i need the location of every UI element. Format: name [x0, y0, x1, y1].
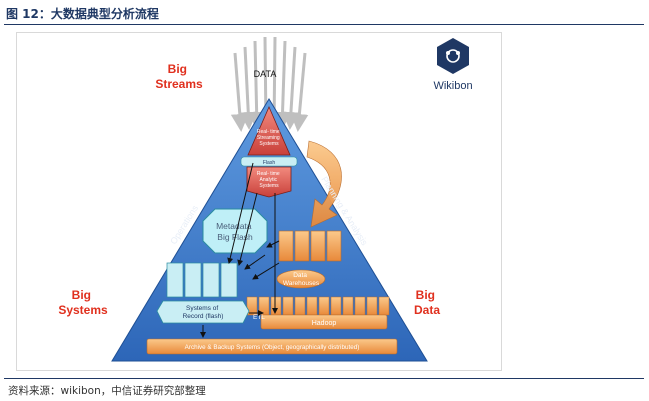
figure-title: 图 12：大数据典型分析流程 — [6, 7, 159, 21]
data-warehouses-cylinder — [276, 269, 326, 289]
svg-text:Big Systems: Big Systems — [58, 288, 108, 317]
flash-label: Flash — [263, 160, 275, 166]
big-systems-line-2: Systems — [58, 303, 108, 317]
systems-of-record-servers — [166, 262, 238, 298]
big-data-line-1: Big — [416, 288, 435, 302]
hadoop-bar — [260, 314, 388, 330]
analytic-line-3: Systems — [259, 183, 279, 189]
etl-label: ETL — [253, 314, 265, 321]
big-data-line-2: Data — [414, 303, 440, 317]
archive-backup-bar — [146, 338, 398, 355]
streaming-line-2: Streaming — [257, 135, 280, 141]
wikibon-logo-icon — [437, 38, 469, 74]
analytic-line-2: Analytic — [260, 177, 278, 183]
streaming-line-1: Real- time — [257, 129, 280, 135]
archive-label: Archive & Backup Systems (Object, geogra… — [185, 344, 360, 351]
svg-text:Real- time Streaming S: Real- time Streaming Systems — [257, 129, 281, 147]
source-rule — [4, 378, 644, 379]
big-systems-line-1: Big — [72, 288, 91, 302]
big-streams-line-1: Big — [168, 62, 187, 76]
metadata-line-1: Metadata — [216, 221, 252, 231]
svg-text:Big Data: Big Data — [414, 288, 440, 317]
metadata-big-flash-box — [202, 208, 268, 254]
streaming-line-3: Systems — [259, 141, 279, 147]
big-streams-line-2: Streams — [155, 77, 203, 91]
orange-storage-cluster — [278, 230, 342, 262]
warehouses-line-1: Data — [293, 272, 307, 279]
curved-orange-arrow — [306, 140, 342, 228]
svg-text:Big Streams: Big Streams — [155, 62, 203, 91]
svg-text:Data Warehouses: Data Warehouses — [283, 272, 320, 287]
data-label: DATA — [254, 69, 277, 79]
hadoop-label: Hadoop — [312, 320, 337, 327]
warehouses-line-2: Warehouses — [283, 280, 320, 287]
figure-source: 资料来源：wikibon，中信证券研究部整理 — [8, 385, 206, 397]
systems-of-record-box — [156, 300, 250, 324]
real-time-streaming-systems-box — [247, 106, 291, 156]
flash-bar — [240, 156, 298, 167]
hadoop-cluster — [246, 296, 390, 316]
diagram-panel: DATA Real- time Streaming Systems Flash … — [16, 32, 502, 371]
big-data-pyramid-diagram: DATA Real- time Streaming Systems Flash … — [58, 36, 473, 362]
wikibon-logo-text: Wikibon — [433, 80, 472, 92]
analytic-line-1: Real- time — [257, 171, 280, 177]
flow-arrows — [200, 162, 280, 338]
title-rule — [4, 24, 644, 25]
incoming-data-arrows — [230, 36, 309, 132]
wikibon-logo: Wikibon — [433, 38, 473, 92]
svg-text:Real- time Analytic Sy: Real- time Analytic Systems — [257, 171, 281, 189]
svg-text:Systems of Record (flash): Systems of Record (flash) — [183, 305, 224, 320]
record-line-2: Record (flash) — [183, 313, 224, 320]
record-line-1: Systems of — [186, 305, 218, 312]
